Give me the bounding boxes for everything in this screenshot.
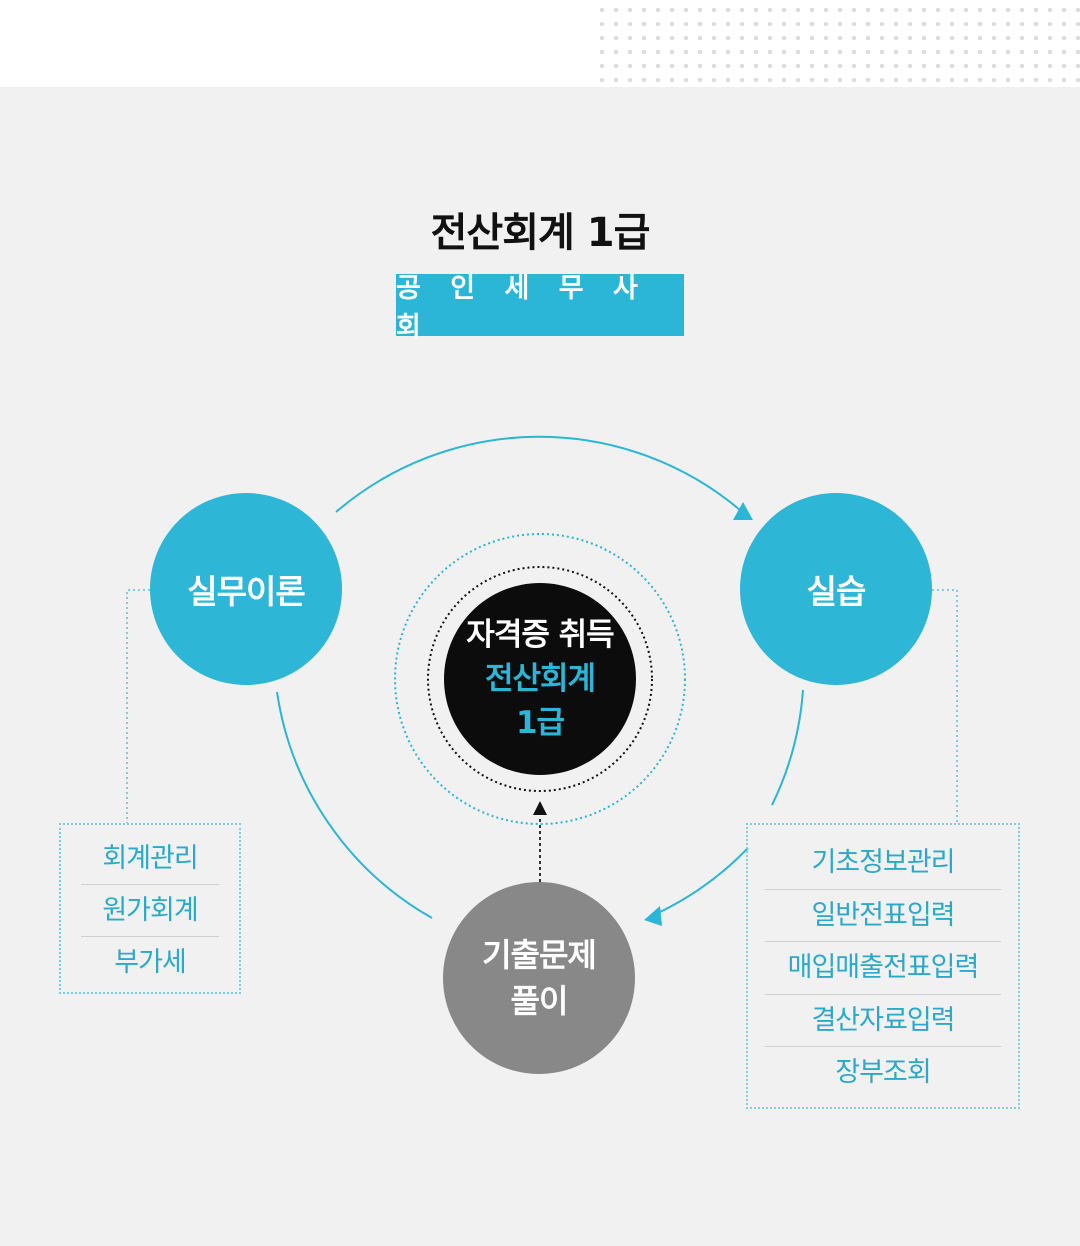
- list-item: 회계관리: [81, 833, 219, 885]
- arc-practice-to-past-lower: [659, 847, 749, 913]
- node-practical-theory: 실무이론: [150, 493, 342, 685]
- center-goal: 자격증 취득 전산회계 1급: [444, 583, 636, 775]
- inner-ring: [427, 566, 653, 792]
- arc-theory-to-practice: [335, 435, 741, 513]
- list-item: 결산자료입력: [765, 995, 1001, 1047]
- list-item: 부가세: [114, 947, 187, 978]
- connector-practice-box: [932, 589, 958, 823]
- top-band: [0, 0, 1080, 87]
- list-item: 장부조회: [835, 1057, 931, 1088]
- dot-grid-decoration: [592, 0, 1080, 82]
- arc-past-to-theory: [276, 691, 433, 919]
- connector-theory-box: [126, 589, 150, 823]
- subtitle-badge: 공 인 세 무 사 회: [396, 273, 684, 343]
- outer-ring: [394, 533, 686, 825]
- practice-topics-box: 기초정보관리 일반전표입력 매입매출전표입력 결산자료입력 장부조회: [746, 823, 1020, 1109]
- node-past-exam: 기출문제 풀이: [443, 882, 635, 1074]
- page-title: 전산회계 1급: [430, 210, 651, 256]
- arrowhead-to-center: [533, 801, 547, 815]
- arc-practice-to-past: [771, 689, 804, 806]
- node-past-exam-line1: 기출문제: [482, 936, 597, 974]
- node-practice-label: 실습: [806, 572, 867, 611]
- list-item: 원가회계: [81, 885, 219, 937]
- arrowhead-to-practice: [733, 502, 753, 520]
- theory-topics-box: 회계관리 원가회계 부가세: [59, 823, 241, 994]
- list-item: 일반전표입력: [765, 890, 1001, 942]
- node-theory-label: 실무이론: [187, 572, 305, 611]
- node-practice: 실습: [740, 493, 932, 685]
- center-goal-line2: 전산회계: [484, 661, 596, 697]
- center-goal-line3: 1급: [515, 705, 565, 741]
- list-item: 기초정보관리: [765, 837, 1001, 890]
- arrowhead-to-past: [644, 906, 662, 926]
- node-past-exam-line2: 풀이: [510, 982, 569, 1020]
- center-goal-line1: 자격증 취득: [466, 617, 614, 653]
- list-item: 매입매출전표입력: [765, 942, 1001, 995]
